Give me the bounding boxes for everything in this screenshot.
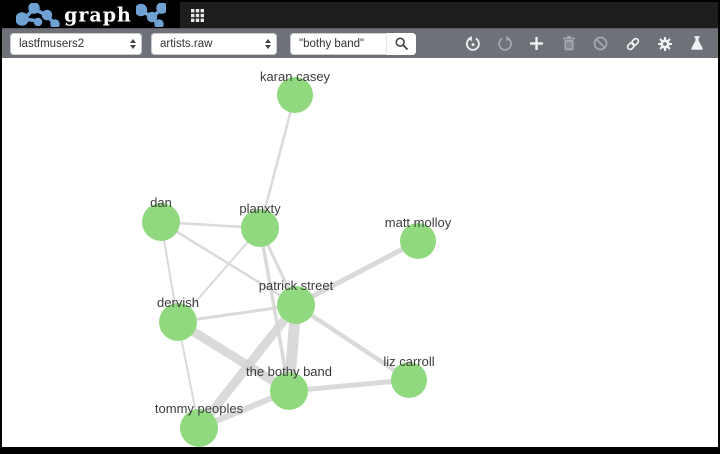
flask-icon <box>690 36 703 50</box>
graph-node-matt-molloy[interactable] <box>400 223 436 259</box>
graph-edge-patrick-street--liz-carroll[interactable] <box>294 303 411 382</box>
field-select-value: artists.raw <box>160 37 213 50</box>
undo-button[interactable] <box>464 35 481 52</box>
trash-icon <box>562 36 575 51</box>
dataset-select-value: lastfmusers2 <box>19 37 85 50</box>
graph-node-planxty[interactable] <box>241 209 279 247</box>
search-button[interactable] <box>386 32 416 55</box>
graph-node-label-patrick-street: patrick street <box>259 278 334 293</box>
dataset-select[interactable]: lastfmusers2 <box>10 32 142 55</box>
graph-node-label-matt-molloy: matt molloy <box>385 215 452 230</box>
graph-node-the-bothy-band[interactable] <box>270 372 308 410</box>
bottom-bar <box>2 447 718 452</box>
graph-edge-the-bothy-band--liz-carroll[interactable] <box>288 377 410 394</box>
delete-button[interactable] <box>560 35 577 52</box>
graph-node-liz-carroll[interactable] <box>391 362 427 398</box>
gear-icon <box>657 36 672 51</box>
graph-edge-planxty--dervish[interactable] <box>177 227 261 323</box>
link-button[interactable] <box>624 35 641 52</box>
graph-edge-karan-casey--planxty[interactable] <box>258 94 297 229</box>
graph-node-label-the-bothy-band: the bothy band <box>246 364 332 379</box>
settings-button[interactable] <box>656 35 673 52</box>
graph-node-label-planxty: planxty <box>239 201 281 216</box>
graph-svg: karan casey dan planxty matt molloy dervish p… <box>142 69 452 447</box>
ban-button[interactable] <box>592 35 609 52</box>
logo-network-right-icon <box>135 3 166 27</box>
app-logo[interactable]: graph <box>2 2 180 28</box>
graph-canvas[interactable]: karan casey dan planxty matt molloy dervish p… <box>2 58 718 447</box>
logo-network-left-icon <box>16 3 60 27</box>
graph-node-patrick-street[interactable] <box>277 286 315 324</box>
redo-button[interactable] <box>496 35 513 52</box>
graph-edge-dervish--the-bothy-band[interactable] <box>175 318 292 395</box>
select-updown-icon <box>265 38 271 49</box>
apps-grid-button[interactable] <box>180 2 214 28</box>
graph-node-dan[interactable] <box>142 203 180 241</box>
plus-icon <box>530 37 543 50</box>
flask-button[interactable] <box>688 35 705 52</box>
logo-text: graph <box>64 3 132 27</box>
grid-icon <box>190 8 204 22</box>
top-bar: graph <box>2 2 718 28</box>
field-select[interactable]: artists.raw <box>151 32 277 55</box>
search-input[interactable] <box>290 32 386 55</box>
graph-edge-patrick-street--tommy-peoples[interactable] <box>195 302 300 431</box>
add-node-button[interactable] <box>528 35 545 52</box>
toolbar-icon-group <box>464 35 705 52</box>
toolbar: lastfmusers2 artists.raw <box>2 28 718 58</box>
graph-node-label-karan-casey: karan casey <box>260 69 331 84</box>
select-updown-icon <box>130 38 136 49</box>
graph-edge-patrick-street--matt-molloy[interactable] <box>294 238 420 308</box>
graph-node-dervish[interactable] <box>159 303 197 341</box>
graph-node-karan-casey[interactable] <box>277 77 313 113</box>
redo-icon <box>497 35 512 51</box>
graph-node-label-dervish: dervish <box>157 295 199 310</box>
link-icon <box>626 37 639 50</box>
search-group <box>290 32 416 55</box>
undo-icon <box>465 35 480 51</box>
search-icon <box>395 37 408 50</box>
graph-node-tommy-peoples[interactable] <box>180 409 218 447</box>
graph-node-label-dan: dan <box>150 195 172 210</box>
graph-node-label-liz-carroll: liz carroll <box>383 354 434 369</box>
graph-node-label-tommy-peoples: tommy peoples <box>155 401 244 416</box>
graph-edge-dervish--patrick-street[interactable] <box>177 303 297 324</box>
ban-icon <box>593 36 608 51</box>
